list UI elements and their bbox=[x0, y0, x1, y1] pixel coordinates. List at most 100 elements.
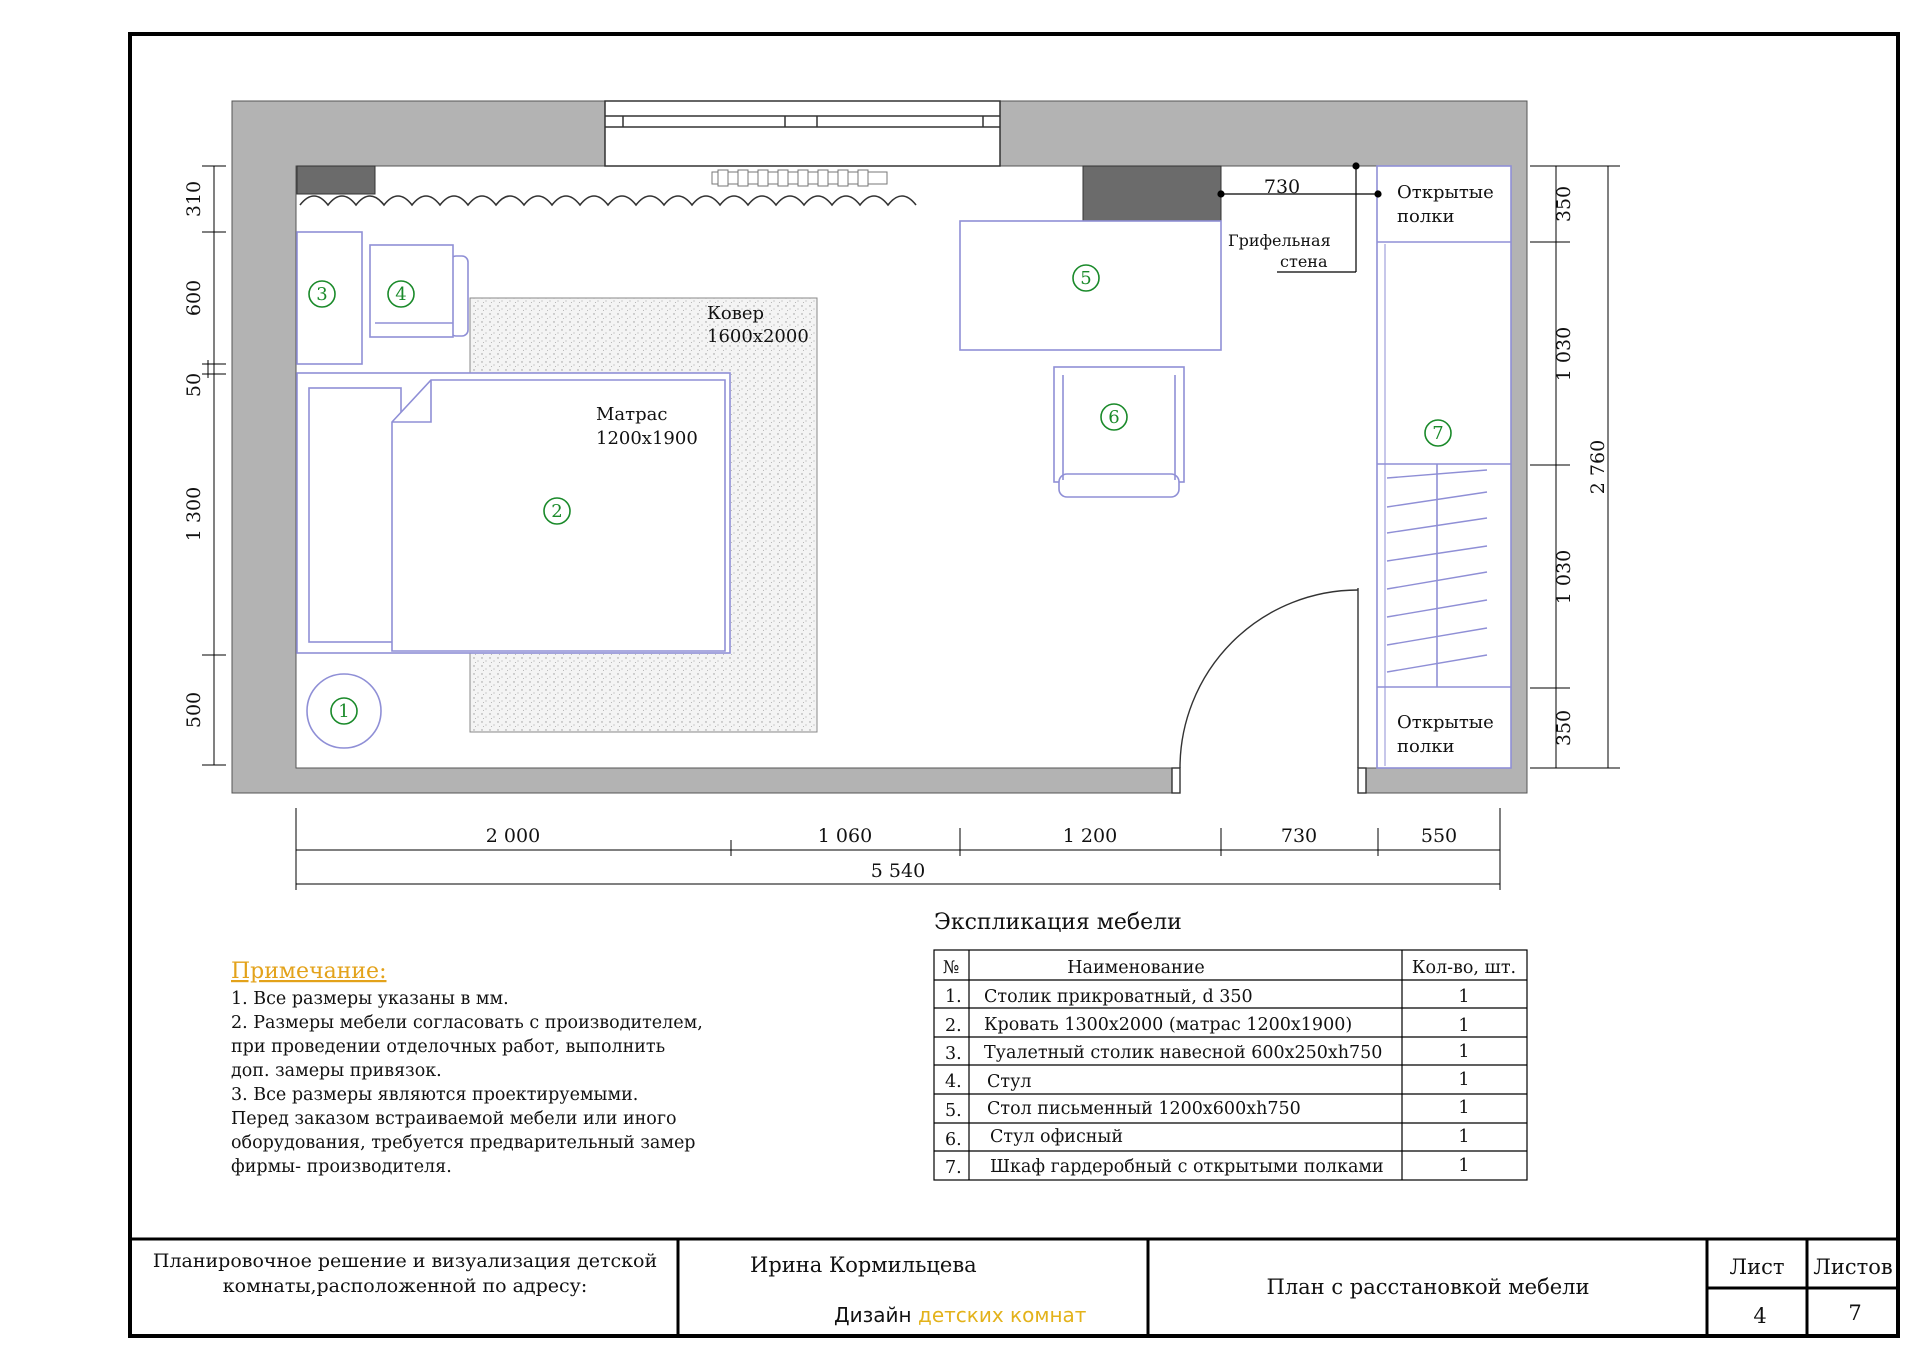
note-line: 3. Все размеры являются проектируемыми. bbox=[231, 1085, 638, 1105]
bed-inner bbox=[308, 387, 402, 643]
project-title-line-1: Планировочное решение и визуализация дет… bbox=[153, 1250, 657, 1272]
sheets-total: 7 bbox=[1848, 1301, 1861, 1325]
table-row: Стол письменный 1200x600xh750 bbox=[987, 1099, 1301, 1119]
office-chair-back bbox=[1058, 473, 1180, 498]
table-row: 1 bbox=[1458, 1156, 1469, 1176]
chalk-wall-label: Грифельная bbox=[1228, 231, 1331, 250]
dims-left-lines bbox=[202, 165, 226, 766]
dim-right-1030-top: 1 030 bbox=[1553, 327, 1575, 381]
dim-right-1030-bottom: 1 030 bbox=[1553, 550, 1575, 604]
dim-right-350-bottom: 350 bbox=[1553, 710, 1575, 746]
wardrobe-hangers bbox=[1386, 469, 1488, 673]
curtain bbox=[299, 195, 917, 207]
author-name: Ирина Кормильцева bbox=[750, 1253, 977, 1277]
marker-3: 3 bbox=[316, 284, 327, 305]
chalk-wall-leader bbox=[1217, 162, 1382, 273]
dims-right-lines bbox=[1530, 165, 1620, 769]
table-row: Кровать 1300x2000 (матрас 1200x1900) bbox=[984, 1015, 1352, 1035]
note-line: Перед заказом встраиваемой мебели или ин… bbox=[231, 1109, 677, 1129]
notes: Примечание: 1. Все размеры указаны в мм.… bbox=[231, 959, 703, 1177]
dim-left-600: 600 bbox=[183, 280, 205, 316]
dim-bottom-550: 550 bbox=[1421, 825, 1457, 847]
markers bbox=[308, 264, 1452, 725]
marker-2: 2 bbox=[551, 501, 562, 522]
table-row: Стул bbox=[987, 1072, 1032, 1092]
open-shelves-top-label: Открытые bbox=[1397, 182, 1494, 203]
dims-bottom-lines bbox=[295, 808, 1501, 890]
table-row: 5. bbox=[945, 1101, 962, 1121]
table-header-qty: Кол-во, шт. bbox=[1412, 958, 1516, 978]
open-shelves-bottom-label: Открытые bbox=[1397, 712, 1494, 733]
brand-text: Дизайн bbox=[834, 1303, 912, 1327]
table-row: 4. bbox=[945, 1072, 962, 1092]
table-row: 6. bbox=[945, 1130, 962, 1150]
note-line: оборудования, требуется предварительный … bbox=[231, 1133, 696, 1153]
table-rows: 1. Столик прикроватный, d 350 1 2. Крова… bbox=[945, 987, 1470, 1178]
table-row: 1 bbox=[1458, 1098, 1469, 1118]
table-row: 1 bbox=[1458, 1127, 1469, 1147]
table-header: № Наименование Кол-во, шт. bbox=[943, 958, 1516, 978]
table-row: 7. bbox=[945, 1158, 962, 1178]
sheet-frame bbox=[128, 32, 1900, 1338]
dims-bottom: 2 000 1 060 1 200 730 550 5 540 bbox=[486, 825, 1457, 882]
open-shelves-top-label-2: полки bbox=[1397, 206, 1455, 227]
furniture bbox=[296, 165, 1512, 769]
marker-7: 7 bbox=[1432, 423, 1443, 444]
dims-left: 310 600 50 1 300 500 bbox=[183, 181, 205, 728]
marker-labels: 1 2 3 4 5 6 7 bbox=[316, 268, 1443, 722]
carpet-label: Ковер bbox=[707, 303, 764, 324]
dim-right-total: 2 760 bbox=[1587, 440, 1609, 494]
door bbox=[1171, 588, 1367, 794]
sheet-label: Лист bbox=[1730, 1255, 1785, 1279]
brand-accent-text: детских комнат bbox=[918, 1303, 1087, 1327]
dim-bottom-2000: 2 000 bbox=[486, 825, 540, 847]
wardrobe bbox=[1376, 165, 1512, 769]
note-line: 2. Размеры мебели согласовать с производ… bbox=[231, 1013, 703, 1033]
carpet-size-label: 1600x2000 bbox=[707, 326, 809, 347]
table-row: 3. bbox=[945, 1044, 962, 1064]
dim-top-730: 730 bbox=[1264, 176, 1300, 198]
marker-6: 6 bbox=[1108, 407, 1119, 428]
table-row: 1 bbox=[1458, 1070, 1469, 1090]
dim-left-1300: 1 300 bbox=[183, 487, 205, 541]
dim-bottom-total: 5 540 bbox=[871, 860, 925, 882]
note-line: фирмы- производителя. bbox=[231, 1157, 452, 1177]
title-block: Планировочное решение и визуализация дет… bbox=[153, 1250, 1893, 1328]
sheet-number: 4 bbox=[1753, 1304, 1766, 1328]
table-row: Стул офисный bbox=[990, 1127, 1123, 1147]
sheet-title: План с расстановкой мебели bbox=[1267, 1275, 1590, 1299]
note-line: 1. Все размеры указаны в мм. bbox=[231, 989, 509, 1009]
table-row: 1 bbox=[1458, 1042, 1469, 1062]
project-title-line-2: комнаты,расположенной по адресу: bbox=[223, 1275, 588, 1297]
table-row: 1 bbox=[1458, 1016, 1469, 1036]
sheets-total-label: Листов bbox=[1813, 1255, 1892, 1279]
table-row: 1 bbox=[1458, 987, 1469, 1007]
table-row: 2. bbox=[945, 1016, 962, 1036]
dark-block-left bbox=[296, 165, 376, 195]
chalk-wall-label-2: стена bbox=[1280, 252, 1328, 271]
table-header-number: № bbox=[943, 958, 960, 978]
open-shelves-bottom-label-2: полки bbox=[1397, 736, 1455, 757]
marker-1: 1 bbox=[338, 701, 349, 722]
table-header-name: Наименование bbox=[1067, 958, 1205, 978]
table-row: 1. bbox=[945, 987, 962, 1007]
note-line: при проведении отделочных работ, выполни… bbox=[231, 1037, 665, 1057]
dim-left-500: 500 bbox=[183, 692, 205, 728]
table-row: Туалетный столик навесной 600x250xh750 bbox=[984, 1043, 1382, 1063]
title-block-grid bbox=[130, 1237, 1898, 1336]
dim-left-310: 310 bbox=[183, 181, 205, 217]
marker-4: 4 bbox=[395, 284, 406, 305]
plan-labels: Ковер 1600x2000 Матрас 1200x1900 Открыты… bbox=[596, 176, 1494, 757]
table-row: Столик прикроватный, d 350 bbox=[984, 987, 1253, 1007]
dims-right: 350 1 030 1 030 350 2 760 bbox=[1553, 186, 1609, 746]
mattress-size-label: 1200x1900 bbox=[596, 428, 698, 449]
notes-title: Примечание: bbox=[231, 959, 386, 984]
note-line: доп. замеры привязок. bbox=[231, 1061, 442, 1081]
chalk-wall-block bbox=[1082, 165, 1222, 222]
window bbox=[604, 100, 1001, 167]
dim-bottom-730: 730 bbox=[1281, 825, 1317, 847]
mattress-label: Матрас bbox=[596, 404, 667, 425]
table-grid bbox=[933, 949, 1528, 1181]
table-row: Шкаф гардеробный с открытыми полками bbox=[990, 1157, 1384, 1177]
